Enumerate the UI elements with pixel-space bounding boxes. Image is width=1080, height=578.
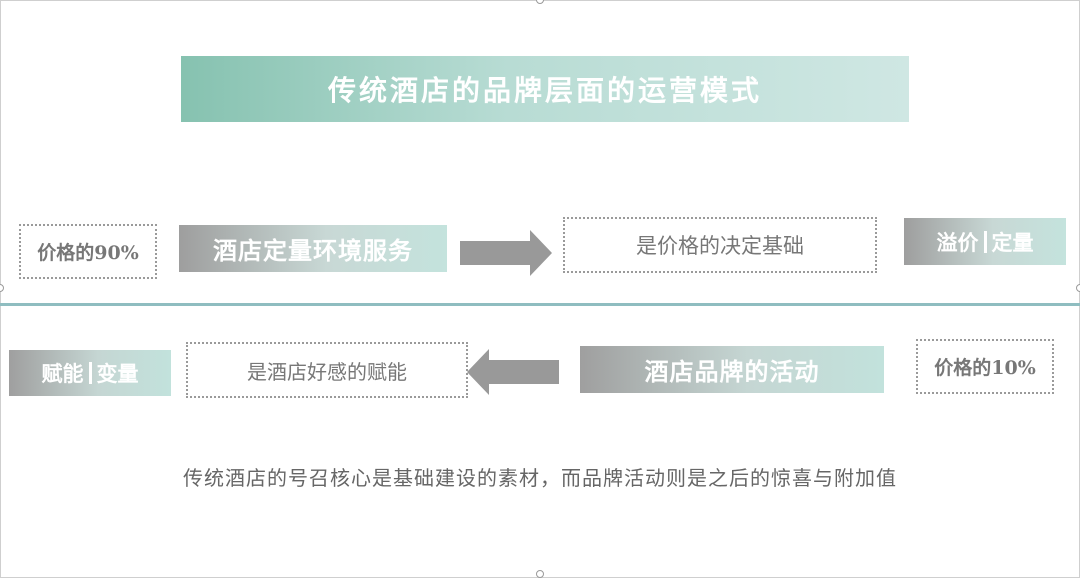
arrow-left-icon	[467, 349, 559, 395]
empower-variable-tag: 赋能 变量	[9, 350, 171, 396]
price-10-box: 价格的10%	[916, 339, 1054, 394]
page-title: 传统酒店的品牌层面的运营模式	[327, 74, 762, 107]
service-label: 酒店定量环境服务	[213, 236, 413, 265]
fixed-label: 定量	[991, 229, 1034, 255]
variable-label: 变量	[96, 361, 139, 386]
title-banner: 传统酒店的品牌层面的运营模式	[181, 56, 909, 122]
service-box: 酒店定量环境服务	[179, 225, 447, 272]
resize-handle-bottom[interactable]	[536, 570, 544, 578]
resize-handle-right[interactable]	[1076, 284, 1080, 292]
brand-activity-label: 酒店品牌的活动	[644, 357, 820, 386]
tag-separator	[983, 230, 987, 253]
brand-activity-box: 酒店品牌的活动	[580, 346, 884, 393]
basis-box: 是价格的决定基础	[563, 217, 877, 273]
goodwill-box: 是酒店好感的赋能	[186, 342, 468, 398]
premium-label: 溢价	[936, 229, 979, 255]
premium-fixed-tag: 溢价 定量	[904, 218, 1066, 265]
price-90-label: 价格的90%	[37, 242, 139, 264]
goodwill-label: 是酒店好感的赋能	[247, 359, 407, 384]
empower-label: 赋能	[41, 361, 84, 386]
price-90-box: 价格的90%	[19, 224, 157, 279]
arrow-right-icon	[460, 230, 552, 276]
basis-label: 是价格的决定基础	[636, 234, 804, 258]
section-divider	[0, 303, 1080, 306]
summary-text: 传统酒店的号召核心是基础建设的素材，而品牌活动则是之后的惊喜与附加值	[183, 466, 897, 490]
price-10-label: 价格的10%	[934, 357, 1036, 379]
tag-separator	[88, 362, 92, 384]
